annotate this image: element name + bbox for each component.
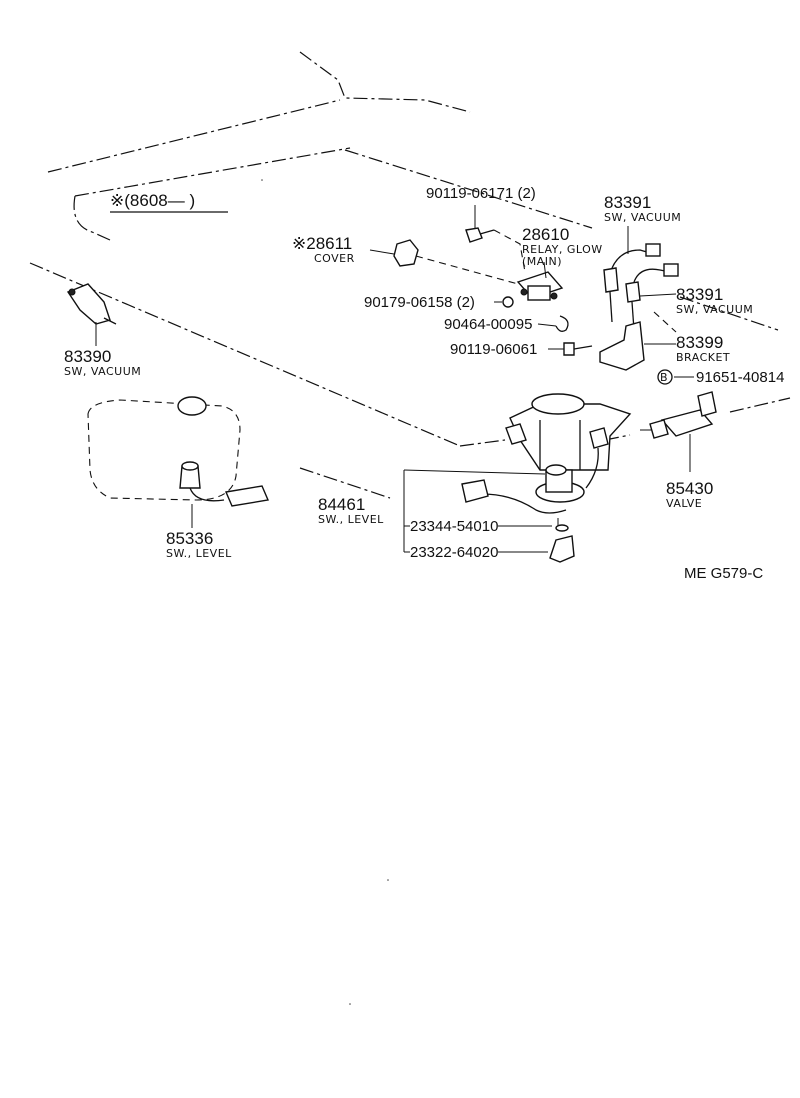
bracket-83399 [599,311,677,371]
vacuum-switches-83391 [603,226,679,331]
speck [261,179,263,181]
desc2-28610: (MAIN) [522,255,562,268]
nut-90179-06158 [494,296,514,308]
diagram-code: ME G579-C [684,565,763,582]
label-83391-upper: 83391 [604,193,651,212]
label-83390: 83390 [64,347,111,366]
desc-85430: VALVE [666,497,702,510]
desc-84461: SW., LEVEL [318,513,384,526]
desc-85336: SW., LEVEL [166,547,232,560]
desc-83399: BRACKET [676,351,730,364]
label-83399: 83399 [676,333,723,352]
label-90119-06171: 90119-06171 (2) [426,185,536,202]
relay-glow [516,261,564,301]
label-84461: 84461 [318,495,365,514]
label-23344-54010: 23344-54010 [410,518,498,535]
clip-90464-00095 [537,315,569,332]
speck [349,1003,351,1005]
label-91651-40814: 91651-40814 [696,369,784,386]
desc-28610: RELAY, GLOW [522,243,603,256]
cover-28611 [369,239,519,285]
body-outline [29,51,791,499]
fuel-filter-assembly [461,393,632,563]
label-85430: 85430 [666,479,713,498]
note-mark: ※(8608— ) [110,191,195,210]
label-85336: 85336 [166,529,213,548]
label-90179-06158: 90179-06158 (2) [364,294,475,311]
bolt-90119-06171 [465,205,526,273]
label-90119-06061: 90119-06061 [450,341,537,358]
part-labels: 90119-06171 (2) 83391 SW, VACUUM 28610 R… [64,185,784,582]
desc-83390: SW, VACUUM [64,365,141,378]
label-90464-00095: 90464-00095 [444,316,532,333]
bullet-b-letter: B [660,371,668,384]
bullet-b-91651-40814: B [657,369,694,385]
desc-28611: COVER [314,252,355,265]
label-28610: 28610 [522,225,569,244]
leader-84461 [403,469,552,553]
label-28611: ※28611 [292,234,352,253]
bolt-90119-06061 [548,342,593,356]
desc-83391-upper: SW, VACUUM [604,211,681,224]
desc-83391-lower: SW, VACUUM [676,303,753,316]
label-23322-64020: 23322-64020 [410,544,498,561]
vacuum-switch-83390 [66,283,117,346]
label-83391-lower: 83391 [676,285,723,304]
reservoir-tank-85336 [87,396,269,528]
valve-85430 [640,391,717,472]
speck [387,879,389,881]
